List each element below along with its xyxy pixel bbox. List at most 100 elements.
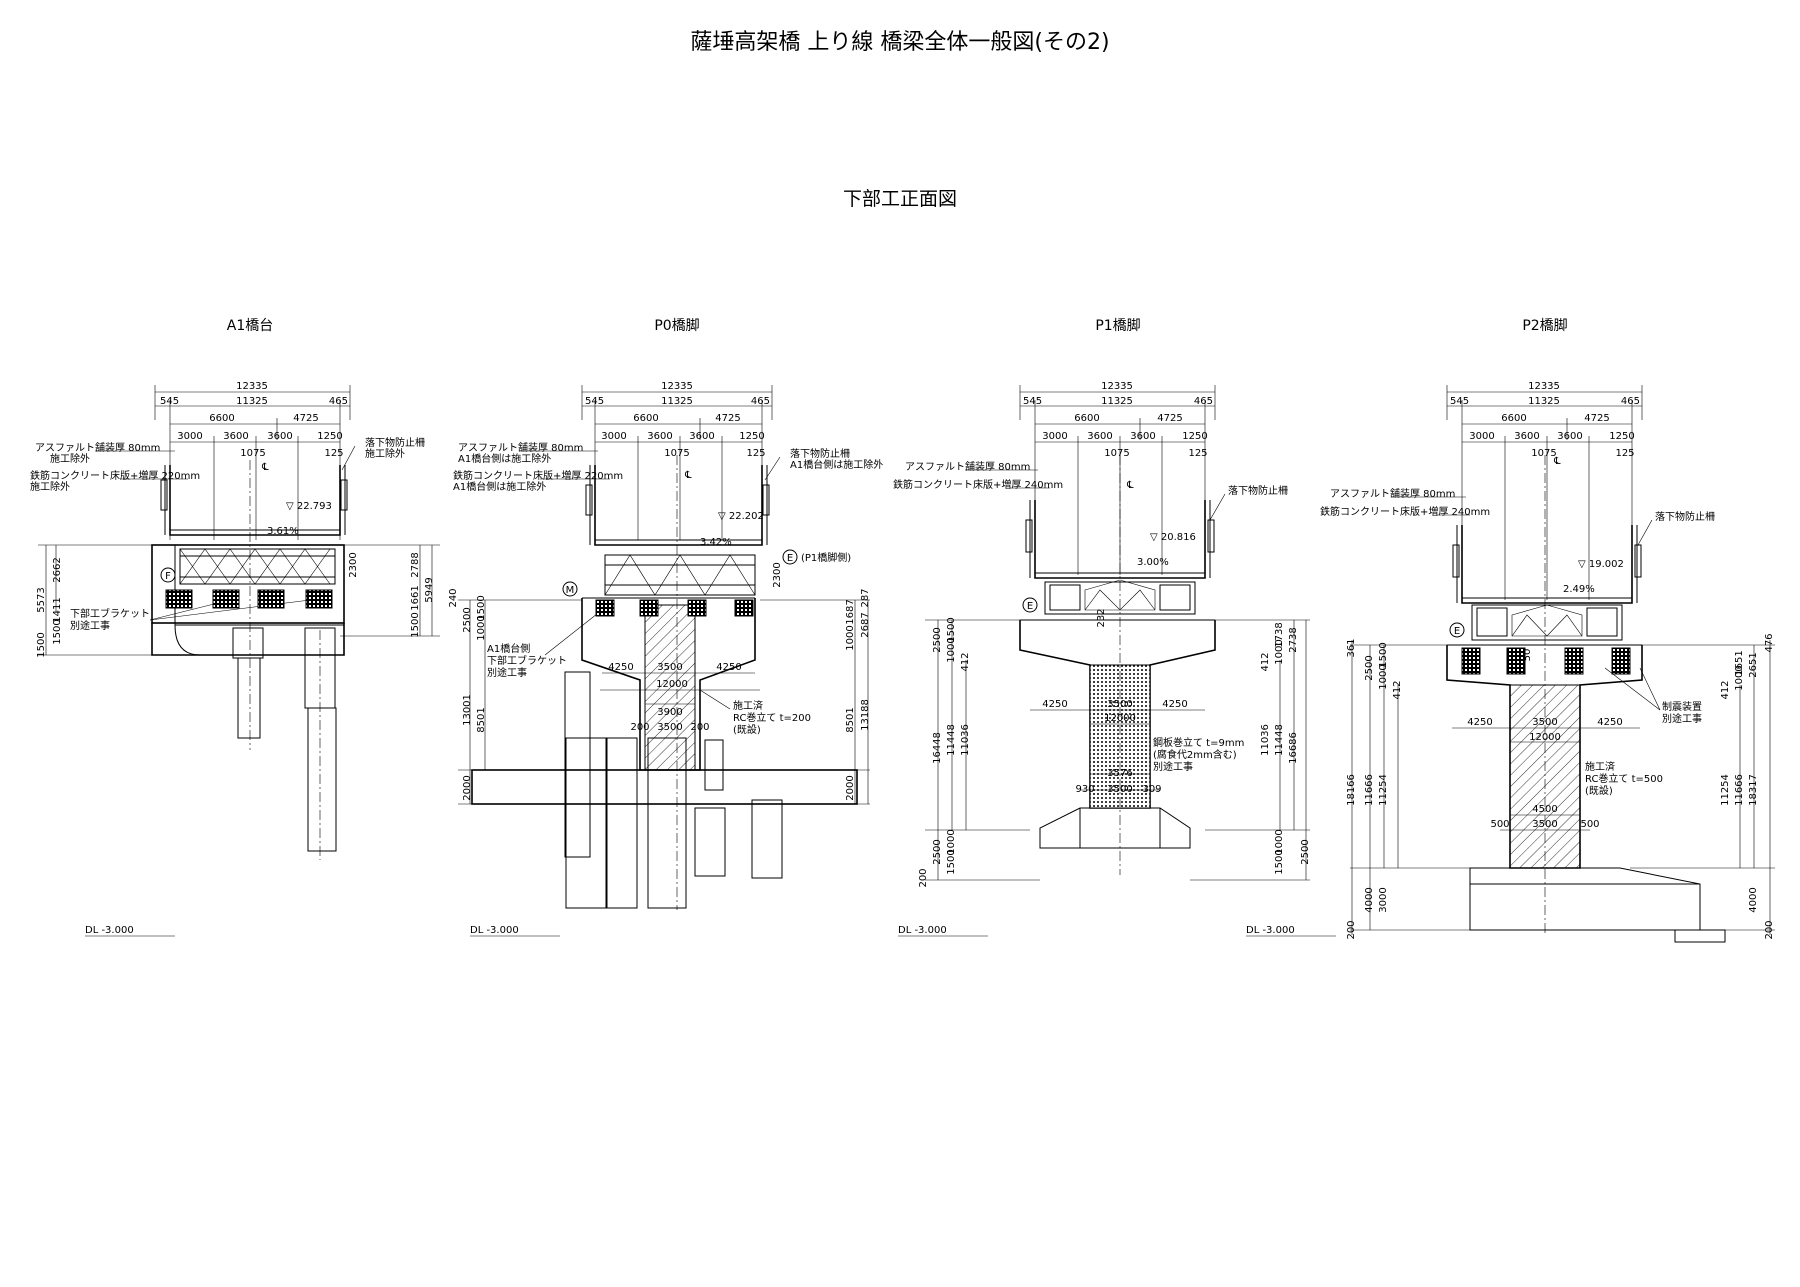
p1-dim-6600: 6600: [1074, 413, 1099, 424]
p0-idim-3500: 3500: [657, 662, 682, 673]
p0-sdim-2687: 2687: [860, 612, 871, 637]
p1-cl-mark: ℄: [1126, 480, 1134, 491]
a1-side-dimensions: 5573 2662 1500 1411 1500 2300 2788 1661 …: [36, 544, 440, 658]
p0-sdim-1000r: 1000: [845, 625, 856, 650]
a1-marker-f: F: [165, 571, 171, 582]
p2-note-done: 施工済: [1585, 760, 1615, 773]
p1-sdim-2500: 2500: [932, 627, 943, 652]
p0-dim-4725: 4725: [715, 413, 740, 424]
p2-sdim-11666r: 11666: [1734, 774, 1745, 806]
p0-footing-piles: [471, 455, 858, 910]
p2-idim-3500: 3500: [1532, 717, 1557, 728]
a1-note-asphalt: アスファルト舗装厚 80mm: [35, 441, 160, 454]
a1-dim-3600a: 3600: [223, 431, 248, 442]
a1-note-excluded-2: 施工除外: [30, 480, 70, 493]
p0-note-excluded-2: A1橋台側は施工除外: [453, 480, 546, 493]
p0-note-excluded-3: A1橋台側は施工除外: [790, 458, 883, 471]
p2-pier-body: 4250 3500 4250 12000 4500 500 3500 500 5…: [1446, 455, 1726, 943]
p1-idim-309: 309: [1142, 784, 1161, 795]
p0-sdim-2500: 2500: [462, 607, 473, 632]
p2-deck: ▽ 19.002 2.49% ℄ E: [1449, 456, 1642, 641]
p2-sdim-412: 412: [1392, 680, 1403, 699]
p1-sdim-16448: 16448: [932, 732, 943, 764]
p0-idim-3500b: 3500: [657, 722, 682, 733]
p0-dim-545: 545: [585, 396, 604, 407]
p0-marker-note: (P1橋脚側): [801, 551, 851, 564]
p2-idim-500b: 500: [1580, 819, 1599, 830]
p2-dim-11325: 11325: [1528, 396, 1560, 407]
p1-idim-232: 232: [1096, 608, 1107, 627]
p0-pier-body: M 4250 3500 4250 12000 3900 200 3500 200: [562, 581, 760, 771]
a1-sdim-1500a: 1500: [36, 632, 47, 657]
p1-dim-1250: 1250: [1182, 431, 1207, 442]
p1-side-dimensions: 2500 1500 1000 412 16448 11448 11036 250…: [918, 617, 1311, 887]
p0-marker-e: E: [787, 553, 793, 564]
p0-sdim-13188: 13188: [860, 699, 871, 731]
p2-note-rc: RC巻立て t=500: [1585, 772, 1663, 785]
a1-abutment-body: F: [151, 544, 345, 656]
p0-dim-3600a: 3600: [647, 431, 672, 442]
p1-idim-3500: 3500: [1107, 699, 1132, 710]
p0-notes: アスファルト舗装厚 80mm A1橋台側は施工除外 鉄筋コンクリート床版+増厚 …: [453, 441, 883, 736]
a1-note-excluded-3: 施工除外: [365, 447, 405, 460]
p2-datum-left: DL -3.000: [1246, 925, 1295, 936]
p1-sdim-412r: 412: [1260, 652, 1271, 671]
drawing-subtitle: 下部工正面図: [842, 188, 957, 210]
p2-sdim-2651: 2651: [1748, 652, 1759, 677]
p0-sdim-2300: 2300: [772, 562, 783, 587]
drawing-a1-abutment: A1橋台 12335 545 11325 465 6600 4725 3000 …: [30, 318, 440, 937]
p0-note-a1side: A1橋台側: [487, 642, 530, 655]
p1-sdim-1500b: 1500: [946, 849, 957, 874]
p1-slope: 3.00%: [1137, 557, 1169, 568]
p1-idim-930: 930: [1075, 784, 1094, 795]
p2-sdim-11254r: 11254: [1720, 774, 1731, 806]
a1-dim-3600b: 3600: [267, 431, 292, 442]
p0-sdim-1500: 1500: [476, 595, 487, 620]
p1-note-separate: 別途工事: [1153, 760, 1193, 773]
p1-note-slab: 鉄筋コンクリート床版+増厚 240mm: [893, 478, 1063, 491]
p2-sdim-361: 361: [1346, 638, 1357, 657]
p0-datum: DL -3.000: [470, 925, 519, 936]
a1-slope: 3.61%: [267, 526, 299, 537]
p1-idim-3576: 3576: [1107, 768, 1132, 779]
p1-sdim-16686: 16686: [1288, 732, 1299, 764]
a1-label: A1橋台: [227, 318, 273, 334]
drawing-p2-pier: P2橋脚 12335 545 11325 465 6600 4725 3000 …: [1246, 318, 1775, 943]
p2-sdim-3000: 3000: [1378, 887, 1389, 912]
p1-deck: ▽ 20.816 3.00% ℄ E: [1022, 480, 1215, 615]
p0-note-fence: 落下物防止柵: [790, 447, 850, 460]
p1-pier-body: 4250 3500 4250 12000 3576 930 3500 309 2…: [1019, 455, 1216, 875]
p2-idim-50: 50: [1522, 649, 1533, 662]
a1-dim-125: 125: [324, 448, 343, 459]
p2-dim-3600b: 3600: [1557, 431, 1582, 442]
p0-sdim-13001: 13001: [462, 694, 473, 726]
p2-dim-3600a: 3600: [1514, 431, 1539, 442]
p1-dim-4725: 4725: [1157, 413, 1182, 424]
p2-marker-e: E: [1454, 626, 1460, 637]
a1-note-bracket: 下部工ブラケット: [70, 607, 150, 620]
p1-sdim-11448: 11448: [946, 724, 957, 756]
a1-dim-12335: 12335: [236, 381, 268, 392]
p1-sdim-2500b: 2500: [932, 839, 943, 864]
p1-dim-3600b: 3600: [1130, 431, 1155, 442]
p2-dim-465: 465: [1621, 396, 1640, 407]
p0-note-asphalt: アスファルト舗装厚 80mm: [458, 441, 583, 454]
p2-note-damper: 制震装置: [1662, 700, 1702, 713]
p2-sdim-2500: 2500: [1364, 655, 1375, 680]
p0-dim-12335: 12335: [661, 381, 693, 392]
p1-sdim-11448r: 11448: [1274, 724, 1285, 756]
p2-elevation: ▽ 19.002: [1578, 559, 1624, 570]
p2-sdim-412r: 412: [1720, 680, 1731, 699]
p1-dim-12335: 12335: [1101, 381, 1133, 392]
p0-dim-3000: 3000: [601, 431, 626, 442]
p2-idim-4250a: 4250: [1467, 717, 1492, 728]
p2-note-existing: (既設): [1585, 784, 1613, 797]
p1-sdim-11036: 11036: [960, 724, 971, 756]
p1-marker-e: E: [1027, 601, 1033, 612]
p1-datum: DL -3.000: [898, 925, 947, 936]
p1-note-corrosion: (腐食代2mm含む): [1153, 748, 1237, 761]
a1-sdim-2788: 2788: [410, 552, 421, 577]
p1-sdim-1500r: 1500: [1274, 849, 1285, 874]
p0-note-done: 施工済: [733, 699, 763, 712]
a1-dim-3000: 3000: [177, 431, 202, 442]
